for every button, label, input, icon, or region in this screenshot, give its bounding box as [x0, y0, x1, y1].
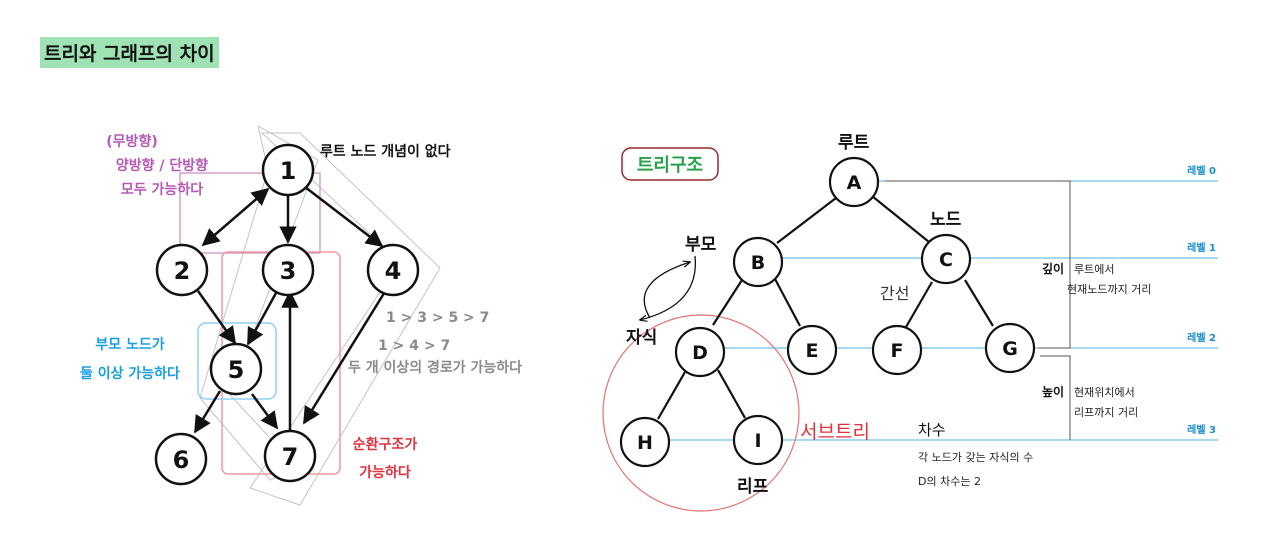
tree-node-F [871, 324, 923, 376]
height-desc-2: 리프까지 거리 [1074, 406, 1138, 419]
tree-node-A [828, 156, 880, 208]
note-no-root: 루트 노드 개념이 없다 [320, 143, 451, 160]
tree-node-F-label: F [891, 340, 904, 362]
degree-desc-2: D의 차수는 2 [918, 475, 981, 488]
label-root: 루트 [838, 133, 870, 153]
tree-edges [657, 195, 994, 420]
label-node: 노드 [930, 210, 962, 230]
tree-node-H [619, 416, 671, 468]
parent-to-child-arrow [640, 255, 697, 320]
edge-C-F [905, 281, 933, 328]
graph-diagram: 1 2 3 4 5 6 7 루트 노드 개념이 없다 (무방향) 양방향 / 단… [80, 125, 522, 506]
depth-bracket [885, 180, 1071, 349]
edge-3-5 [246, 292, 278, 346]
graph-node-7 [263, 429, 317, 483]
graph-node-2 [155, 243, 209, 297]
edge-4-7 [302, 289, 388, 425]
edge-2-5 [196, 290, 237, 345]
label-subtree: 서브트리 [800, 421, 870, 443]
edge-C-G [964, 279, 994, 327]
depth-desc-1: 루트에서 [1074, 263, 1114, 276]
tree-diagram: 트리구조 레벨 0 레벨 1 레벨 2 레벨 3 [602, 133, 1218, 512]
tree-node-D [674, 326, 726, 378]
note-cycle-1: 순환구조가 [353, 436, 418, 453]
level-label-0: 레벨 0 [1187, 164, 1216, 177]
note-path-2: 1 > 4 > 7 [378, 338, 450, 354]
height-label: 높이 [1042, 384, 1064, 399]
graph-node-5-label: 5 [228, 356, 245, 384]
tree-badge: 트리구조 [637, 155, 703, 176]
edge-B-E [774, 278, 801, 327]
level-label-2: 레벨 2 [1187, 331, 1216, 344]
edge-A-B [776, 197, 837, 244]
tree-nodes [619, 156, 1036, 468]
edge-1-4 [304, 186, 384, 248]
note-multi-parent-2: 둘 이상 가능하다 [80, 365, 180, 382]
graph-node-5 [209, 342, 263, 396]
graph-node-1 [261, 143, 315, 197]
depth-desc-2: 현재노드까지 거리 [1067, 283, 1151, 296]
tree-node-D-label: D [692, 342, 708, 364]
note-multi-parent-1: 부모 노드가 [95, 337, 164, 353]
graph-node-6-label: 6 [173, 446, 190, 474]
label-child: 자식 [626, 328, 657, 348]
level-lines [640, 180, 1218, 441]
level-label-3: 레벨 3 [1187, 423, 1216, 436]
label-edge: 간선 [880, 284, 909, 303]
edge-5-7 [250, 393, 279, 430]
tree-node-E [786, 324, 838, 376]
graph-node-2-label: 2 [174, 257, 191, 285]
graph-nodes [154, 143, 420, 486]
tree-node-G [984, 322, 1036, 374]
label-leaf: 리프 [737, 477, 769, 497]
graph-node-4-label: 4 [385, 257, 402, 285]
graph-node-7-label: 7 [282, 443, 299, 471]
note-path-3: 두 개 이상의 경로가 가능하다 [348, 359, 522, 376]
note-direction-2: 양방향 / 단방향 [116, 157, 208, 174]
tree-node-B-label: B [751, 252, 765, 274]
graph-edges [193, 186, 388, 434]
edge-A-C [871, 195, 930, 243]
subtree-circle [602, 314, 800, 512]
note-path-1: 1 > 3 > 5 > 7 [386, 310, 489, 326]
graph-node-6 [154, 432, 208, 486]
graph-node-3 [261, 243, 315, 297]
height-desc-1: 현재위치에서 [1074, 386, 1135, 399]
tree-node-C-label: C [939, 249, 953, 271]
tree-node-A-label: A [847, 172, 862, 194]
tree-node-C [920, 233, 972, 285]
edge-1-2 [201, 187, 270, 247]
graph-node-4 [366, 243, 420, 297]
tree-node-G-label: G [1002, 338, 1018, 360]
edge-5-6 [193, 390, 222, 434]
height-bracket [1040, 355, 1071, 440]
tree-badge-box [621, 147, 719, 181]
tree-node-I-label: I [754, 430, 761, 452]
edge-D-H [657, 371, 686, 420]
graph-node-1-label: 1 [280, 157, 297, 185]
graph-node-3-label: 3 [280, 257, 297, 285]
child-to-parent-arrow [643, 262, 690, 319]
tree-node-I [732, 414, 784, 466]
depth-label: 깊이 [1042, 261, 1064, 276]
tree-node-E-label: E [806, 340, 819, 362]
label-parent: 부모 [685, 235, 717, 255]
degree-desc-1: 각 노드가 갖는 자식의 수 [918, 451, 1033, 464]
edge-B-D [712, 279, 743, 326]
degree-label: 차수 [918, 421, 946, 439]
note-cycle-2: 가능하다 [359, 464, 411, 481]
tree-node-B [732, 236, 784, 288]
note-direction-1: (무방향) [106, 133, 157, 150]
note-direction-3: 모두 가능하다 [121, 181, 203, 198]
multi-parent-highlight-box [197, 322, 277, 400]
direction-highlight-box [179, 172, 321, 254]
page-title: 트리와 그래프의 차이 [40, 37, 219, 68]
edge-D-I [717, 369, 746, 419]
level-label-1: 레벨 1 [1187, 241, 1216, 254]
tree-node-H-label: H [637, 432, 653, 454]
